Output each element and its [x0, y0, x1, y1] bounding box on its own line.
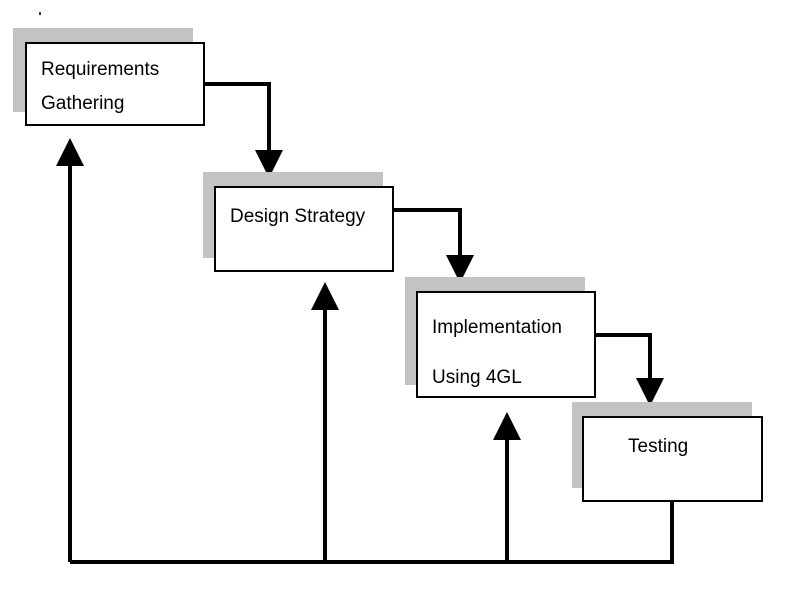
stage-label-line: Using 4GL [432, 367, 522, 388]
stray-dot [39, 12, 41, 15]
connector-design-to-implementation [394, 208, 474, 283]
stage-label-line: Testing [628, 436, 689, 457]
stage-box-testing: Testing [582, 416, 763, 502]
feedback-bottom-line [70, 502, 674, 564]
stage-label-line: Gathering [41, 93, 125, 114]
connector-implementation-to-testing [596, 333, 664, 406]
stage-label-line: Design Strategy [230, 206, 366, 227]
stage-label-line: Requirements [41, 59, 160, 80]
stage-label-line: Implementation [432, 317, 562, 338]
stage-box-implementation: Implementation Using 4GL [416, 291, 596, 398]
stage-box-design-strategy: Design Strategy [214, 186, 394, 272]
connector-requirements-to-design [205, 82, 283, 178]
stage-box-requirements-gathering: Requirements Gathering [25, 42, 205, 126]
